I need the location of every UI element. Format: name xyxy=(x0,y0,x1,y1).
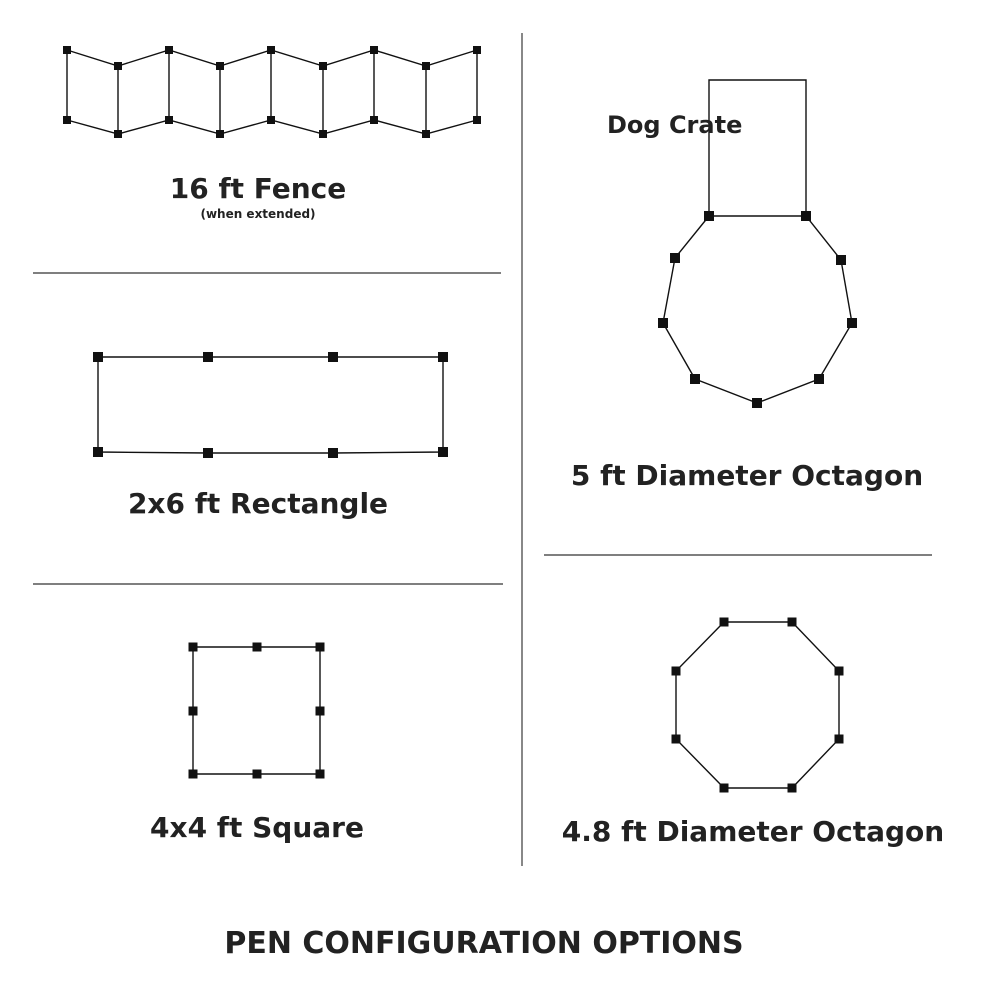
octagon-4-8ft-post xyxy=(834,734,844,744)
octagon-5ft-post xyxy=(847,318,857,328)
dog-crate-outline xyxy=(708,79,807,216)
rectangle-panels xyxy=(97,356,444,454)
octagon-5ft-panels xyxy=(662,215,853,404)
octagon-5ft-label: 5 ft Diameter Octagon xyxy=(571,459,923,492)
octagon-5ft-post xyxy=(752,398,762,408)
octagon-5ft-post xyxy=(690,374,700,384)
octagon-4-8ft-diagram xyxy=(671,617,844,793)
footer-title: PEN CONFIGURATION OPTIONS xyxy=(224,926,743,961)
fence-post xyxy=(216,130,224,138)
square-panels xyxy=(192,646,321,775)
fence-post xyxy=(370,46,378,54)
fence-post xyxy=(473,46,481,54)
rectangle-2x6-diagram xyxy=(93,352,448,458)
fence-16ft-label: 16 ft Fence xyxy=(170,172,347,205)
fence-post xyxy=(63,116,71,124)
fence-post xyxy=(165,116,173,124)
fence-post xyxy=(422,62,430,70)
square-post xyxy=(252,642,262,652)
fence-post xyxy=(114,62,122,70)
rectangle-post xyxy=(328,352,338,362)
square-4x4-label: 4x4 ft Square xyxy=(150,811,364,844)
square-4x4-diagram xyxy=(188,642,325,779)
rectangle-post xyxy=(203,448,213,458)
square-post xyxy=(188,706,198,716)
octagon-5ft-post xyxy=(670,253,680,263)
octagon-4-8ft-post xyxy=(671,666,681,676)
fence-post xyxy=(267,116,275,124)
rectangle-post xyxy=(438,447,448,457)
fence-post xyxy=(473,116,481,124)
octagon-5ft-post xyxy=(836,255,846,265)
fence-post xyxy=(370,116,378,124)
octagon-5ft-diagram xyxy=(658,211,857,408)
rectangle-post xyxy=(203,352,213,362)
octagon-4-8ft-label: 4.8 ft Diameter Octagon xyxy=(562,815,944,848)
octagon-5ft-post xyxy=(801,211,811,221)
octagon-4-8ft-post xyxy=(719,617,729,627)
octagon-4-8ft-post xyxy=(671,734,681,744)
rectangle-2x6-label: 2x6 ft Rectangle xyxy=(128,487,388,520)
square-post xyxy=(315,642,325,652)
square-post xyxy=(315,769,325,779)
octagon-4-8ft-post xyxy=(834,666,844,676)
fence-16ft-diagram xyxy=(63,46,481,138)
fence-post xyxy=(216,62,224,70)
octagon-4-8ft-post xyxy=(719,783,729,793)
fence-post xyxy=(319,62,327,70)
rectangle-post xyxy=(93,352,103,362)
fence-post xyxy=(165,46,173,54)
octagon-5ft-post xyxy=(658,318,668,328)
rectangle-post xyxy=(93,447,103,457)
octagon-5ft-post xyxy=(704,211,714,221)
dog-crate-walls xyxy=(708,79,807,216)
square-post xyxy=(188,769,198,779)
octagon-5ft-post xyxy=(814,374,824,384)
rectangle-post xyxy=(328,448,338,458)
octagon-4-8ft-post xyxy=(787,617,797,627)
fence-16ft-note: (when extended) xyxy=(200,207,315,221)
fence-post xyxy=(63,46,71,54)
octagon-4-8ft-panels xyxy=(675,621,840,789)
fence-post xyxy=(319,130,327,138)
rectangle-post xyxy=(438,352,448,362)
square-post xyxy=(252,769,262,779)
fence-post xyxy=(267,46,275,54)
dog-crate-label: Dog Crate xyxy=(607,111,742,139)
fence-post xyxy=(114,130,122,138)
square-post xyxy=(315,706,325,716)
fence-post xyxy=(422,130,430,138)
square-post xyxy=(188,642,198,652)
octagon-4-8ft-post xyxy=(787,783,797,793)
